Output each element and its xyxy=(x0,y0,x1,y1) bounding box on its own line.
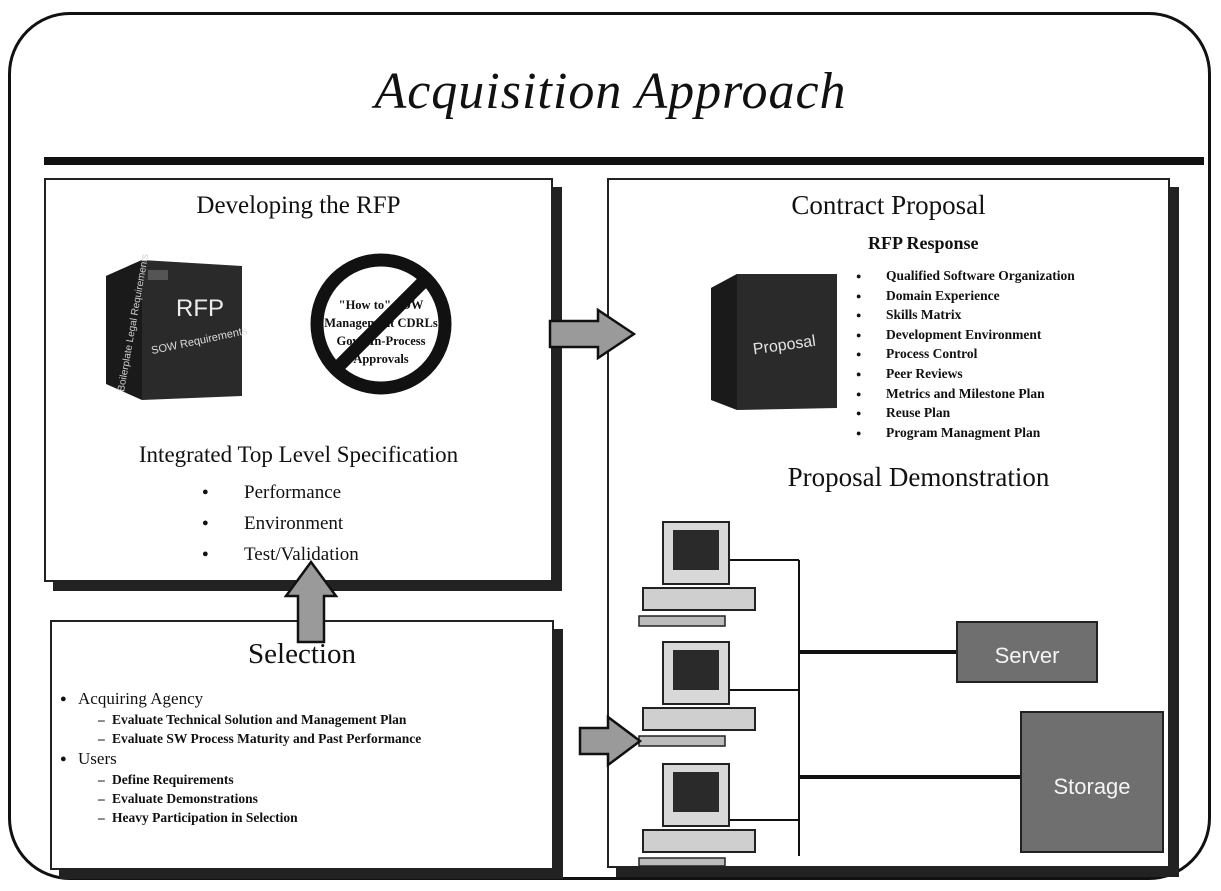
response-item: Qualified Software Organization xyxy=(856,266,1075,286)
storage-box xyxy=(1020,711,1164,853)
selection-item: Define Requirements xyxy=(60,770,548,789)
spec-item: Environment xyxy=(202,508,359,539)
selection-panel: Selection Acquiring Agency Evaluate Tech… xyxy=(50,620,554,870)
server-label: Server xyxy=(994,643,1060,668)
response-heading: RFP Response xyxy=(868,233,979,253)
title-rule xyxy=(44,157,1204,165)
spec-item: Performance xyxy=(202,477,359,508)
response-item: Development Environment xyxy=(856,325,1075,345)
workstation-icon xyxy=(638,641,756,747)
response-item: Peer Reviews xyxy=(856,364,1075,384)
prohibited-list: "How to" SOW Management CDRLs Gov't In-P… xyxy=(301,296,461,368)
contract-panel: Contract Proposal Proposal RFP Response … xyxy=(607,178,1170,868)
spec-list: Performance Environment Test/Validation xyxy=(202,477,359,570)
response-item: Reuse Plan xyxy=(856,403,1075,423)
prohibited-icon xyxy=(310,253,452,395)
rfp-binder-label: RFP xyxy=(176,295,224,322)
rfp-heading: Developing the RFP xyxy=(196,192,401,219)
workstation-icon xyxy=(638,521,756,627)
spec-heading: Integrated Top Level Specification xyxy=(138,442,459,467)
selection-item: Evaluate Demonstrations xyxy=(60,789,548,808)
prohibited-item: Gov't In-Process xyxy=(336,334,426,348)
selection-heading: Selection xyxy=(248,638,356,670)
response-item: Metrics and Milestone Plan xyxy=(856,384,1075,404)
storage-label: Storage xyxy=(1053,774,1131,799)
slide-frame xyxy=(8,12,1211,880)
response-item: Program Managment Plan xyxy=(856,423,1075,443)
response-list: Qualified Software Organization Domain E… xyxy=(856,266,1075,443)
response-item: Domain Experience xyxy=(856,286,1075,306)
demo-heading: Proposal Demonstration xyxy=(787,462,1050,492)
prohibited-item: "How to" SOW xyxy=(338,298,424,312)
contract-heading: Contract Proposal xyxy=(791,190,986,220)
selection-item: Evaluate Technical Solution and Manageme… xyxy=(60,710,548,729)
spec-item: Test/Validation xyxy=(202,539,359,570)
selection-group-label: Users xyxy=(60,748,548,770)
selection-groups: Acquiring Agency Evaluate Technical Solu… xyxy=(60,688,548,827)
server-box xyxy=(956,621,1098,683)
prohibited-item: Management CDRLs xyxy=(324,316,438,330)
arrow-up-icon xyxy=(284,560,338,644)
rfp-binder-icon: RFP SOW Requirements Boilerplate Legal R… xyxy=(106,254,249,400)
network-diagram xyxy=(638,521,1164,867)
proposal-binder-icon: Proposal xyxy=(711,274,837,410)
selection-group-label: Acquiring Agency xyxy=(60,688,548,710)
slide-title: Acquisition Approach xyxy=(374,63,847,120)
rfp-panel: Developing the RFP RFP SOW Requirements … xyxy=(44,178,553,582)
workstation-icon xyxy=(638,763,756,867)
response-item: Skills Matrix xyxy=(856,305,1075,325)
arrow-right-icon xyxy=(548,308,636,360)
selection-item: Heavy Participation in Selection xyxy=(60,808,548,827)
arrow-right-icon xyxy=(578,715,642,767)
response-item: Process Control xyxy=(856,344,1075,364)
selection-item: Evaluate SW Process Maturity and Past Pe… xyxy=(60,729,548,748)
prohibited-item: Approvals xyxy=(353,352,409,366)
